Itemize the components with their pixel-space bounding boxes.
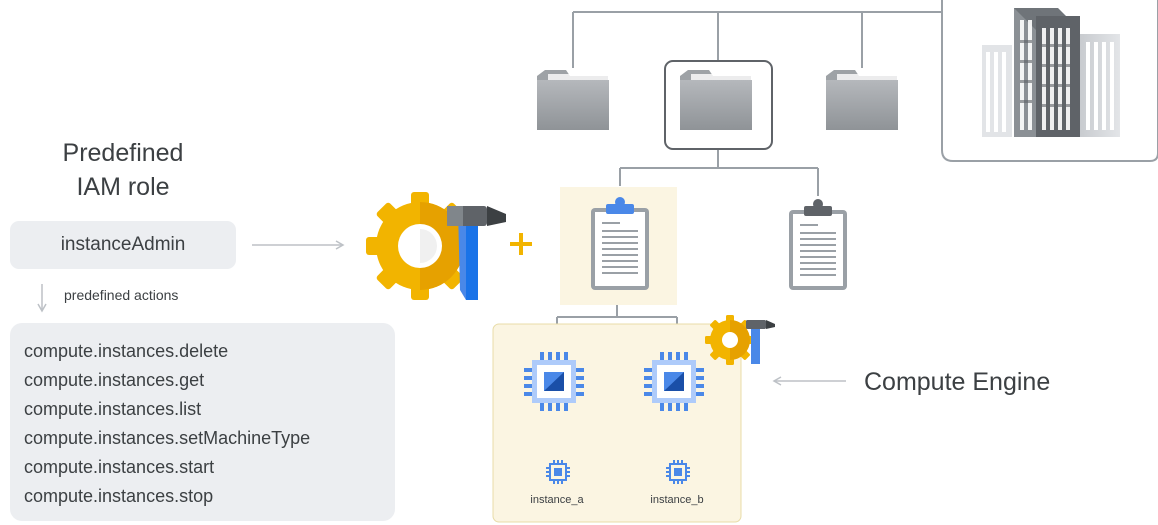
action-item: compute.instances.list [24, 399, 202, 419]
predefined-actions-label: predefined actions [64, 287, 179, 303]
folder-2-selected [664, 60, 773, 150]
clipboard-icon [789, 199, 847, 290]
actions-list: compute.instances.delete compute.instanc… [10, 323, 395, 521]
small-chip-icon [546, 460, 570, 484]
chip-icon [524, 352, 584, 411]
clipboard-icon [591, 197, 649, 290]
compute-engine-area [492, 323, 742, 523]
arrow-left-icon [772, 376, 846, 386]
small-chip-icon [666, 460, 690, 484]
building-icon [982, 8, 1120, 137]
action-item: compute.instances.setMachineType [24, 428, 311, 448]
folder-icon [826, 70, 898, 130]
organization-node [941, 0, 1158, 162]
chip-icon [644, 352, 704, 411]
instance-label: instance_b [650, 494, 704, 506]
compute-engine-label: Compute Engine [864, 368, 1051, 396]
project-1 [591, 197, 649, 290]
action-item: compute.instances.delete [24, 341, 229, 361]
folder-3 [826, 70, 898, 130]
arrow-right-icon [252, 240, 345, 250]
plus-icon [510, 233, 532, 255]
folder-icon [680, 70, 752, 130]
folder-icon [537, 70, 609, 130]
action-item: compute.instances.stop [24, 486, 214, 506]
role-title-line2: IAM role [76, 173, 170, 201]
gear-hammer-icon [705, 315, 775, 365]
action-item: compute.instances.start [24, 457, 215, 477]
action-item: compute.instances.get [24, 370, 205, 390]
role-title-line1: Predefined [62, 139, 184, 167]
role-name-box: instanceAdmin [10, 221, 236, 269]
instance-label: instance_a [530, 494, 584, 506]
gear-hammer-icon [366, 192, 506, 300]
folder-1 [537, 70, 609, 130]
arrow-down-icon [37, 284, 47, 313]
project-2 [789, 199, 847, 290]
role-title: Predefined IAM role [28, 136, 218, 204]
